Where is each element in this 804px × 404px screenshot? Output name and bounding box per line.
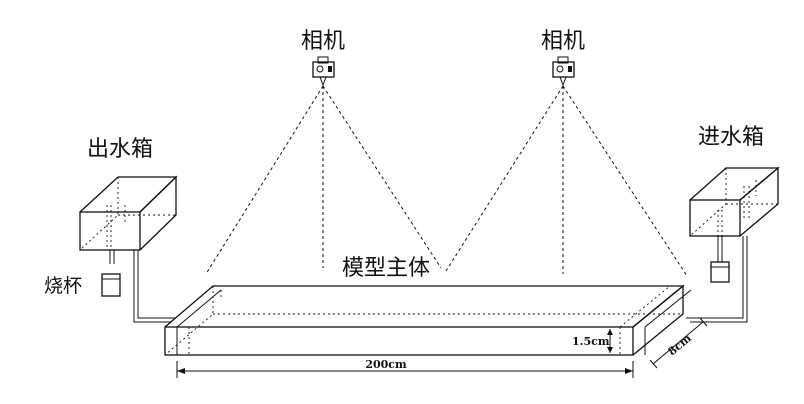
camera-left-label: 相机 bbox=[301, 29, 345, 54]
width-dimension-label: 8cm bbox=[666, 331, 695, 358]
length-dimension bbox=[176, 361, 634, 378]
inlet-tank bbox=[689, 166, 780, 237]
inlet-beaker bbox=[710, 261, 730, 283]
inlet-pipe bbox=[686, 236, 748, 323]
camera-left-view-cone bbox=[205, 85, 442, 275]
camera-right bbox=[552, 56, 575, 87]
beaker-label: 烧杯 bbox=[44, 275, 82, 297]
height-dimension bbox=[607, 329, 613, 353]
width-dimension bbox=[649, 317, 708, 369]
inlet-tank-label: 进水箱 bbox=[698, 125, 764, 150]
camera-left bbox=[312, 56, 335, 87]
height-dimension-label: 1.5cm bbox=[572, 335, 610, 348]
camera-right-view-cone bbox=[445, 85, 688, 277]
camera-right-label: 相机 bbox=[541, 29, 585, 54]
outlet-pipe bbox=[109, 250, 176, 323]
outlet-tank bbox=[79, 175, 178, 251]
model-body-label: 模型主体 bbox=[342, 256, 430, 281]
model-channel bbox=[164, 284, 692, 356]
length-dimension-label: 200cm bbox=[365, 358, 407, 371]
beaker bbox=[101, 273, 121, 297]
outlet-tank-label: 出水箱 bbox=[87, 137, 153, 162]
